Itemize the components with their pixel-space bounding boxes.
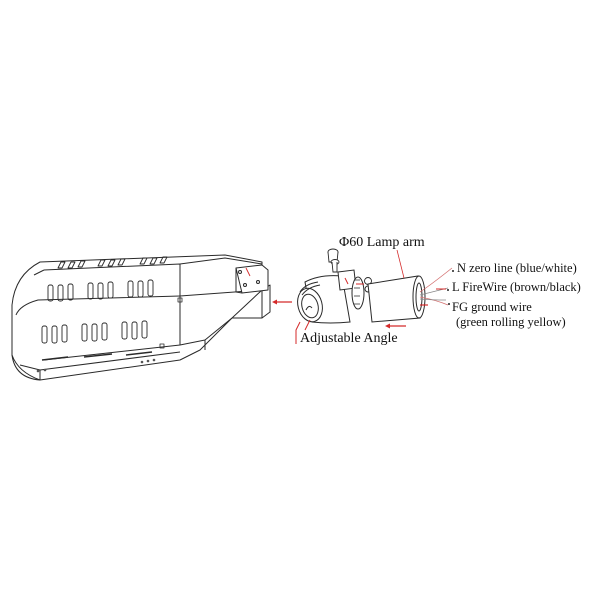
mounting-bracket [235, 264, 269, 294]
lamp-arm-tube [367, 275, 426, 323]
n-zero-line-label: N zero line (blue/white) [457, 261, 577, 275]
fg-ground-wire-label: FG ground wire [452, 300, 532, 314]
insert-arrow-icon [272, 299, 292, 305]
l-firewire-label: L FireWire (brown/black) [452, 280, 581, 294]
lamp-housing [11, 254, 271, 381]
adjustable-angle-joint [297, 269, 365, 324]
bullet-dot [448, 303, 450, 305]
adjustable-angle-label: Adjustable Angle [300, 331, 398, 346]
slide-arrow-icon [385, 323, 406, 329]
bullet-dot [452, 270, 454, 272]
wires [419, 267, 453, 306]
fg-ground-wire-note: (green rolling yellow) [456, 315, 566, 329]
lamp-arm-label: Φ60 Lamp arm [339, 235, 425, 250]
bullet-dot [447, 289, 449, 291]
